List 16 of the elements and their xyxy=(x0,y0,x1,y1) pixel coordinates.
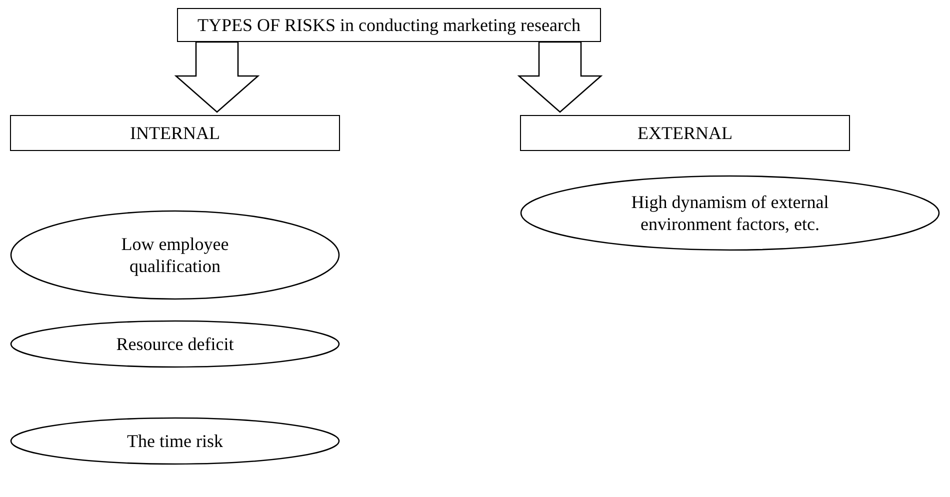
node-label: EXTERNAL xyxy=(638,122,732,144)
node-label: Low employee qualification xyxy=(120,232,230,278)
node-label: High dynamism of external environment factors, etc. xyxy=(630,190,830,236)
node-label: INTERNAL xyxy=(130,122,220,144)
rectangle-node xyxy=(177,8,601,42)
ellipse-node xyxy=(10,417,340,465)
ellipse-node xyxy=(520,175,940,251)
ellipse-node xyxy=(10,320,340,368)
node-label: TYPES OF RISKS in conducting marketing research xyxy=(198,14,580,36)
node-label: Resource deficit xyxy=(116,332,234,356)
rectangle-node xyxy=(520,115,850,151)
block-arrow xyxy=(174,41,260,113)
block-arrow xyxy=(517,41,603,113)
rectangle-node xyxy=(10,115,340,151)
node-label: The time risk xyxy=(127,430,223,452)
ellipse-node xyxy=(10,210,340,300)
